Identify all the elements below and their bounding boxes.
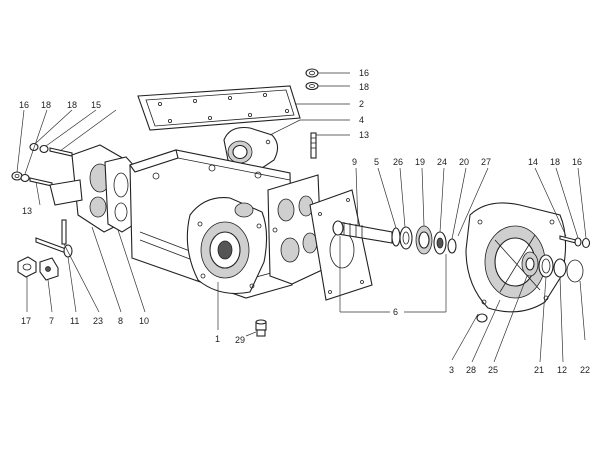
callout-11: 11 bbox=[70, 316, 79, 326]
callout-26: 26 bbox=[393, 157, 403, 167]
rear-bell-housing bbox=[465, 202, 567, 323]
callout-23: 23 bbox=[93, 316, 103, 326]
right-bolt-set bbox=[559, 235, 591, 249]
loose-hardware bbox=[17, 219, 73, 281]
callout-24: 24 bbox=[437, 157, 447, 167]
callout-25: 25 bbox=[488, 365, 498, 375]
callout-28: 28 bbox=[466, 365, 476, 375]
callout-27: 27 bbox=[481, 157, 491, 167]
shaft-bearings bbox=[391, 225, 457, 255]
left-fastener-cluster bbox=[11, 142, 73, 187]
callout-16-top: 16 bbox=[359, 68, 369, 78]
callout-13-right: 13 bbox=[359, 130, 369, 140]
top-cover-gasket bbox=[137, 85, 301, 131]
callout-4: 4 bbox=[359, 115, 364, 125]
callout-17: 17 bbox=[21, 316, 31, 326]
callout-2: 2 bbox=[359, 99, 364, 109]
callout-20: 20 bbox=[459, 157, 469, 167]
stud-top bbox=[310, 132, 317, 159]
callout-8: 8 bbox=[118, 316, 123, 326]
callout-12: 12 bbox=[557, 365, 567, 375]
callout-3: 3 bbox=[449, 365, 454, 375]
callout-7: 7 bbox=[49, 316, 54, 326]
output-shaft bbox=[332, 220, 393, 244]
housing-front-flange bbox=[186, 197, 268, 295]
callout-labels: 16 18 2 4 13 16 18 18 15 9 5 26 19 24 20… bbox=[19, 68, 590, 375]
callout-22: 22 bbox=[580, 365, 590, 375]
callout-21: 21 bbox=[534, 365, 544, 375]
callout-6: 6 bbox=[393, 307, 398, 317]
drain-plug bbox=[255, 319, 267, 337]
callout-10: 10 bbox=[139, 316, 149, 326]
callout-16-left: 16 bbox=[19, 100, 29, 110]
callout-13-left: 13 bbox=[22, 206, 32, 216]
callout-1: 1 bbox=[215, 334, 220, 344]
callout-29: 29 bbox=[235, 335, 245, 345]
callout-19: 19 bbox=[415, 157, 425, 167]
callout-14: 14 bbox=[528, 157, 538, 167]
housing-rear-frame bbox=[267, 174, 323, 285]
rear-seals-circlips bbox=[521, 251, 584, 283]
callout-9: 9 bbox=[352, 157, 357, 167]
callout-18-right: 18 bbox=[550, 157, 560, 167]
oval-cover-plate bbox=[223, 126, 279, 170]
callout-18-top: 18 bbox=[359, 82, 369, 92]
callout-18-left-b: 18 bbox=[67, 100, 77, 110]
callout-15: 15 bbox=[91, 100, 101, 110]
callout-5: 5 bbox=[374, 157, 379, 167]
callout-16-right: 16 bbox=[572, 157, 582, 167]
callout-18-left-a: 18 bbox=[41, 100, 51, 110]
top-nut-washer bbox=[305, 68, 319, 91]
leader-lines bbox=[16, 72, 587, 363]
rear-gasket bbox=[309, 189, 373, 301]
